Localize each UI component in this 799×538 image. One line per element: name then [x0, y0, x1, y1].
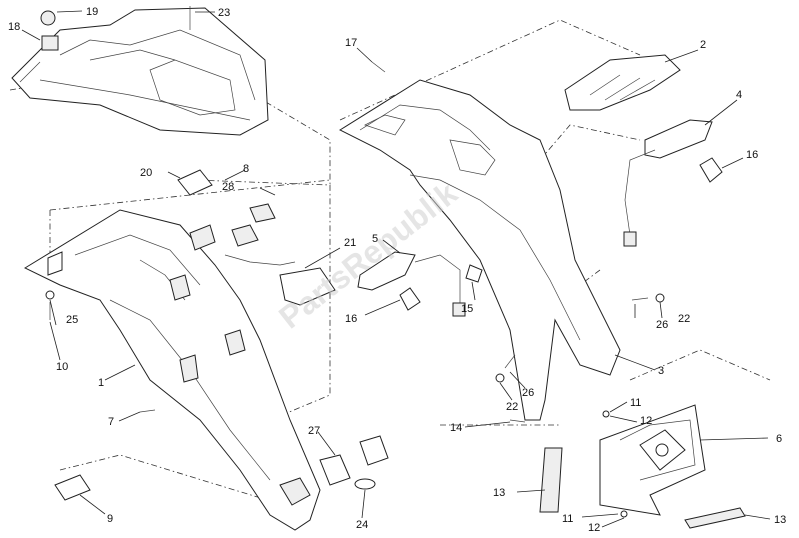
tail-undertray	[23, 209, 321, 531]
turn-indicator-left	[357, 251, 466, 317]
callout-15: 15	[461, 303, 473, 315]
callout-22-center: 22	[506, 401, 518, 413]
callout-2: 2	[700, 39, 706, 51]
turn-indicator-right	[623, 119, 713, 247]
callout-18: 18	[8, 21, 20, 33]
small-hardware	[40, 6, 665, 518]
callout-13-left: 13	[493, 487, 505, 499]
callout-1: 1	[98, 377, 104, 389]
callout-28: 28	[222, 181, 234, 193]
callout-16-right: 16	[746, 149, 758, 161]
callout-21: 21	[344, 237, 356, 249]
callout-11-lower: 11	[562, 513, 573, 525]
seat-lock-and-cable	[177, 169, 336, 306]
bulbs	[399, 157, 723, 311]
callout-27: 27	[308, 425, 320, 437]
callout-4: 4	[736, 89, 742, 101]
callout-13-right: 13	[774, 514, 786, 526]
luggage-rack	[11, 7, 269, 136]
callout-24: 24	[356, 519, 368, 531]
callout-9: 9	[107, 513, 113, 525]
callout-14: 14	[450, 422, 462, 434]
callout-7: 7	[108, 416, 114, 428]
rear-subframe	[338, 79, 621, 421]
callout-11-upper: 11	[630, 397, 641, 409]
callout-5: 5	[372, 233, 378, 245]
callout-23: 23	[218, 7, 230, 19]
callout-26-right: 26	[656, 319, 668, 331]
callout-3: 3	[658, 365, 664, 377]
watermark: PartsRepublik	[272, 175, 464, 336]
callout-25: 25	[66, 314, 78, 326]
callout-leaders	[21, 10, 771, 528]
tail-light	[564, 54, 681, 111]
callout-12-upper: 12	[640, 415, 652, 427]
callout-26-center: 26	[522, 387, 534, 399]
callout-22-right: 22	[678, 313, 690, 325]
callout-10: 10	[56, 361, 68, 373]
callout-8: 8	[243, 163, 249, 175]
callout-12-lower: 12	[588, 522, 600, 534]
callout-6: 6	[776, 433, 782, 445]
callout-labels: 19 18 23 17 2 4 16 8 20 28 5 21 16 15 22…	[8, 6, 786, 534]
callout-16-left: 16	[345, 313, 357, 325]
license-plate-holder	[599, 404, 706, 516]
reflectors	[539, 447, 746, 529]
callout-19: 19	[86, 6, 98, 18]
callout-17: 17	[345, 37, 357, 49]
callout-20: 20	[140, 167, 152, 179]
